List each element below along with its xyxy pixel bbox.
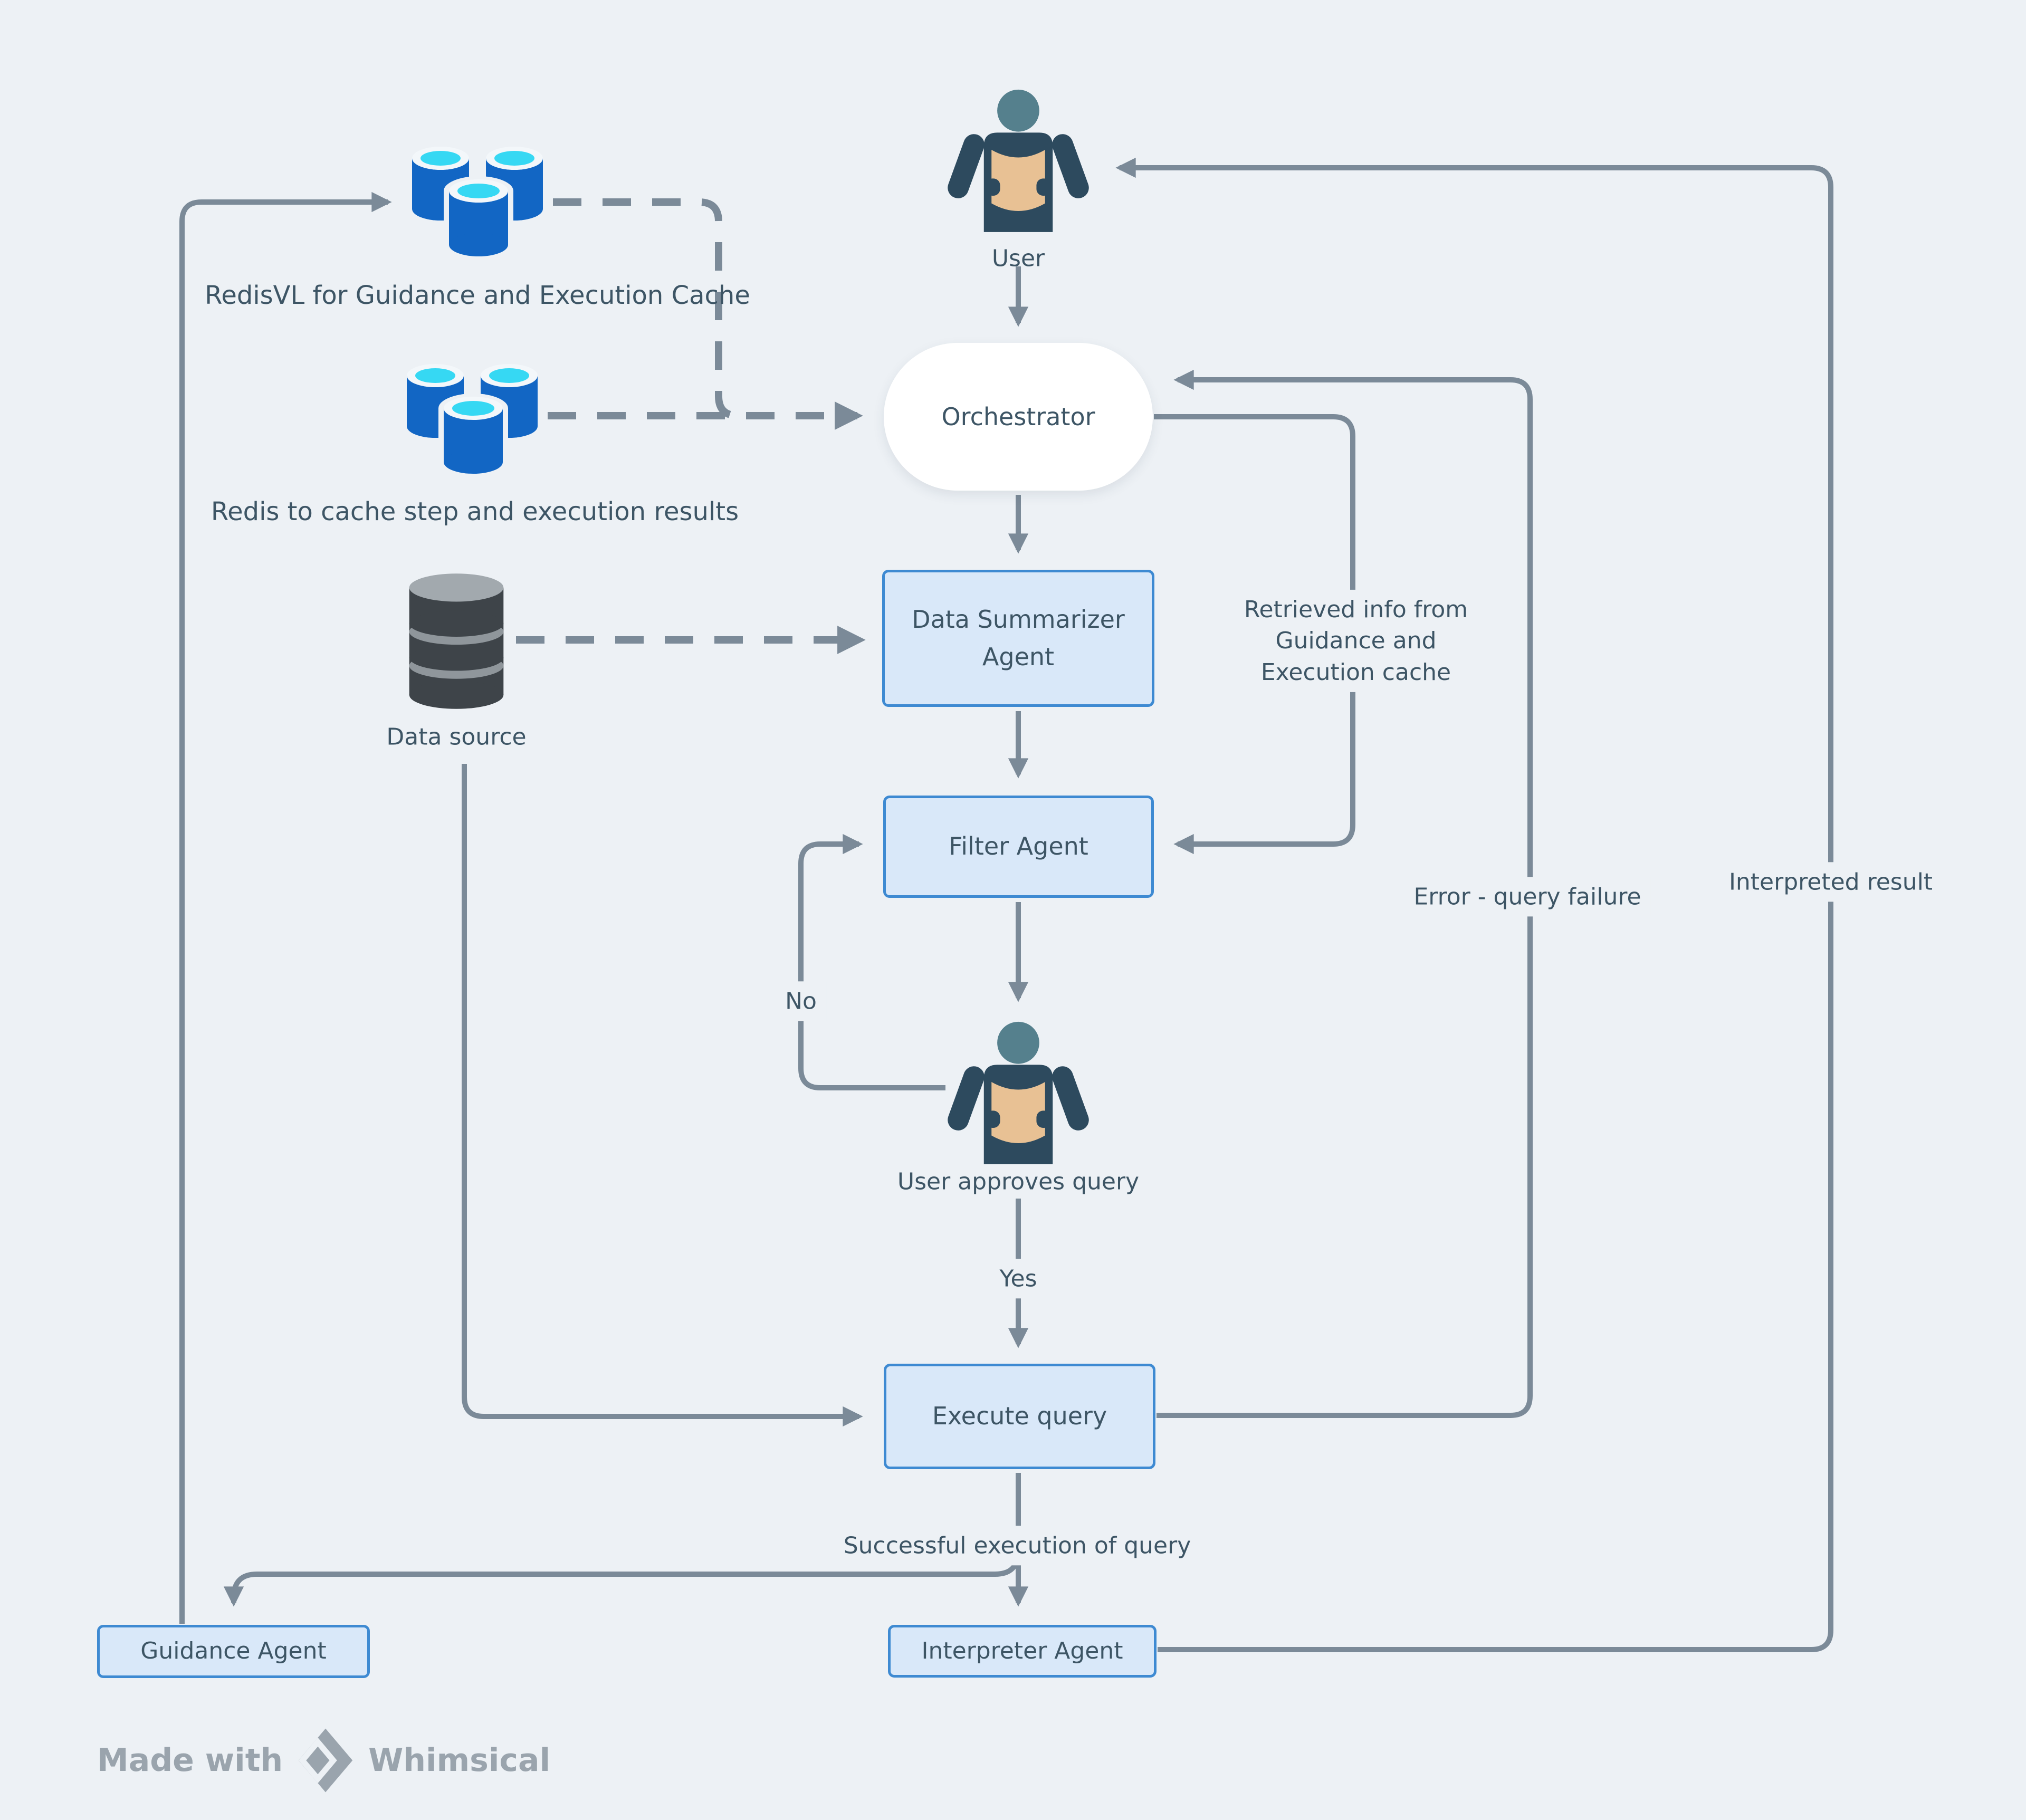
interpreted-result-edge-label: Interpreted result <box>1719 862 1943 902</box>
retrieved-info-edge-label: Retrieved info from Guidance and Executi… <box>1234 589 1478 693</box>
edge-no-loop <box>798 834 945 1090</box>
person-reading-icon <box>945 90 1092 232</box>
redis-database-cluster-icon <box>407 364 538 475</box>
database-cylinder-icon <box>409 573 504 709</box>
execute-query-label: Execute query <box>932 1402 1107 1431</box>
made-with-text: Made with <box>97 1742 283 1779</box>
whimsical-brand-text: Whimsical <box>368 1742 551 1779</box>
redisvl-cache-node[interactable] <box>404 141 551 257</box>
data-summarizer-label-line2: Agent <box>982 643 1055 671</box>
execute-query-node[interactable]: Execute query <box>884 1364 1155 1469</box>
user-label: User <box>991 245 1045 272</box>
guidance-agent-label: Guidance Agent <box>140 1637 327 1665</box>
filter-agent-label: Filter Agent <box>949 832 1088 861</box>
person-reading-icon <box>945 1022 1092 1164</box>
data-summarizer-label-line1: Data Summarizer <box>912 605 1125 634</box>
error-edge-label: Error - query failure <box>1404 877 1651 917</box>
user-approves-node[interactable] <box>942 1021 1095 1174</box>
data-source-label: Data source <box>386 723 527 751</box>
yes-edge-label: Yes <box>990 1259 1047 1299</box>
edge-redisvl-elbow <box>553 198 739 419</box>
edge-datasource-to-execute <box>462 764 863 1427</box>
edge-interpreted-result <box>1115 157 1833 1652</box>
redis-step-cache-label: Redis to cache step and execution result… <box>211 497 739 526</box>
user-node[interactable] <box>942 89 1095 242</box>
interpreter-agent-label: Interpreter Agent <box>921 1637 1123 1664</box>
orchestrator-node[interactable]: Orchestrator <box>884 343 1153 491</box>
no-edge-label: No <box>776 981 826 1021</box>
user-approves-label: User approves query <box>897 1168 1140 1195</box>
made-with-whimsical-link[interactable]: Made with Whimsical <box>97 1726 550 1795</box>
redis-step-cache-node[interactable] <box>398 359 546 475</box>
data-source-node[interactable] <box>406 573 506 709</box>
interpreter-agent-node[interactable]: Interpreter Agent <box>888 1625 1157 1678</box>
data-summarizer-node[interactable]: Data Summarizer Agent <box>882 570 1154 707</box>
redisvl-cache-label: RedisVL for Guidance and Execution Cache <box>205 281 750 310</box>
success-edge-label: Successful execution of query <box>834 1526 1201 1566</box>
edge-guidance-to-redisvl <box>179 191 392 1624</box>
filter-agent-node[interactable]: Filter Agent <box>883 796 1154 898</box>
whimsical-diamond-icon <box>298 1728 353 1793</box>
orchestrator-label: Orchestrator <box>941 403 1095 431</box>
guidance-agent-node[interactable]: Guidance Agent <box>97 1625 370 1678</box>
redis-database-cluster-icon <box>412 147 543 257</box>
